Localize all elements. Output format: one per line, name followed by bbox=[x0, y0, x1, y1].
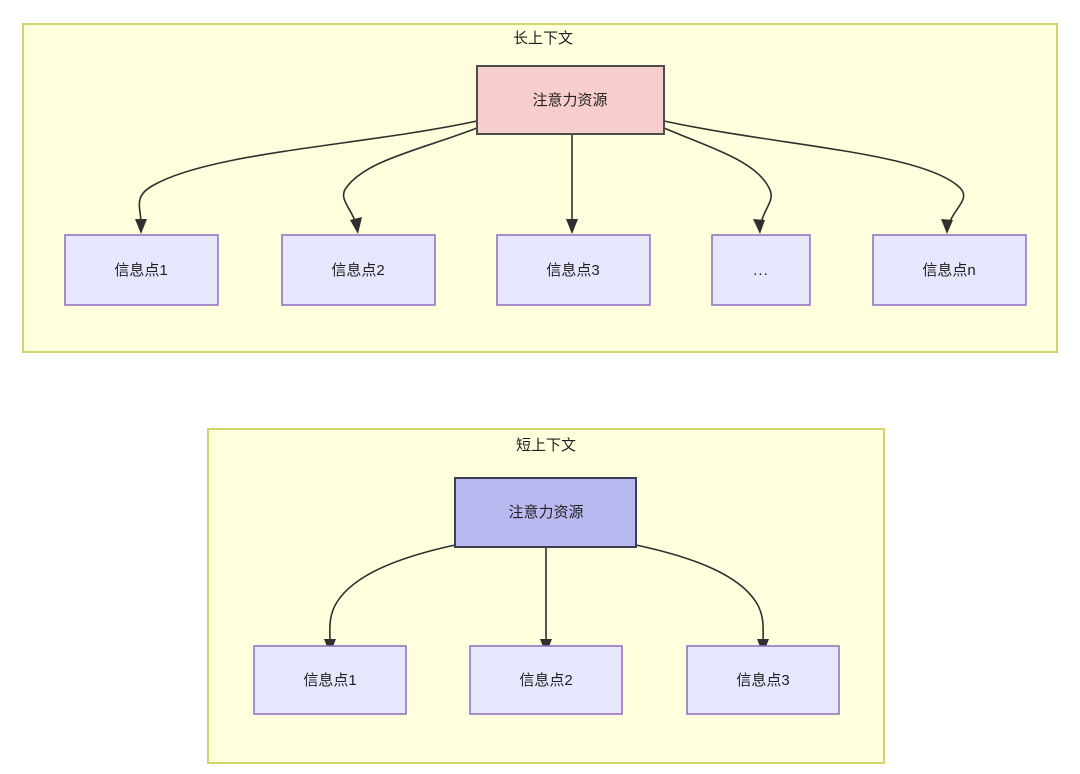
long-context-info-node-3[interactable]: 信息点3 bbox=[496, 234, 651, 306]
info-point-label: 信息点2 bbox=[331, 262, 384, 279]
short-context-group: 短上下文 注意力资源 信息点1 bbox=[207, 428, 885, 764]
edge-arrowhead-info-3 bbox=[566, 219, 578, 234]
info-point-box[interactable] bbox=[469, 645, 623, 715]
edge-attention-to-info-ellipsis bbox=[663, 127, 772, 225]
short-context-info-node-3[interactable]: 信息点3 bbox=[686, 645, 840, 715]
edge-arrowhead-info-ellipsis bbox=[753, 219, 765, 234]
short-context-attention-node[interactable]: 注意力资源 bbox=[454, 477, 637, 548]
info-point-box[interactable] bbox=[872, 234, 1027, 306]
long-context-info-node-n[interactable]: 信息点n bbox=[872, 234, 1027, 306]
edge-attention-to-info-3 bbox=[635, 544, 764, 645]
info-point-box[interactable] bbox=[686, 645, 840, 715]
info-point-box[interactable] bbox=[64, 234, 219, 306]
long-context-info-node-ellipsis[interactable]: ... bbox=[711, 234, 811, 306]
info-point-label: 信息点3 bbox=[546, 262, 599, 279]
info-point-label: 信息点1 bbox=[114, 262, 167, 279]
info-point-box[interactable] bbox=[496, 234, 651, 306]
info-point-label: 信息点3 bbox=[736, 672, 789, 689]
edge-arrowhead-info-2 bbox=[350, 217, 362, 234]
info-point-label: 信息点n bbox=[922, 262, 975, 279]
long-context-attention-box[interactable] bbox=[476, 65, 665, 135]
long-context-info-node-1[interactable]: 信息点1 bbox=[64, 234, 219, 306]
short-context-attention-label: 注意力资源 bbox=[508, 503, 583, 521]
long-context-title: 长上下文 bbox=[513, 30, 573, 47]
info-point-label: 信息点1 bbox=[303, 672, 356, 689]
short-context-title: 短上下文 bbox=[516, 437, 576, 454]
info-point-label: ... bbox=[753, 262, 769, 279]
info-point-box[interactable] bbox=[711, 234, 811, 306]
edge-arrowhead-info-1 bbox=[135, 219, 147, 234]
long-context-attention-label: 注意力资源 bbox=[532, 91, 607, 109]
edge-attention-to-info-2 bbox=[342, 127, 478, 225]
short-context-edges bbox=[324, 544, 769, 654]
short-context-info-node-2[interactable]: 信息点2 bbox=[469, 645, 623, 715]
long-context-info-node-2[interactable]: 信息点2 bbox=[281, 234, 436, 306]
short-context-attention-box[interactable] bbox=[454, 477, 637, 548]
long-context-attention-node[interactable]: 注意力资源 bbox=[476, 65, 665, 135]
edge-attention-to-info-1 bbox=[329, 544, 456, 645]
edge-attention-to-info-1 bbox=[138, 120, 478, 225]
long-context-group: 长上下文 注意 bbox=[22, 23, 1058, 353]
info-point-box[interactable] bbox=[281, 234, 436, 306]
short-context-info-node-1[interactable]: 信息点1 bbox=[253, 645, 407, 715]
edge-arrowhead-info-n bbox=[941, 219, 953, 234]
info-point-label: 信息点2 bbox=[519, 672, 572, 689]
edge-attention-to-info-n bbox=[663, 120, 965, 225]
long-context-edges bbox=[135, 120, 965, 234]
info-point-box[interactable] bbox=[253, 645, 407, 715]
